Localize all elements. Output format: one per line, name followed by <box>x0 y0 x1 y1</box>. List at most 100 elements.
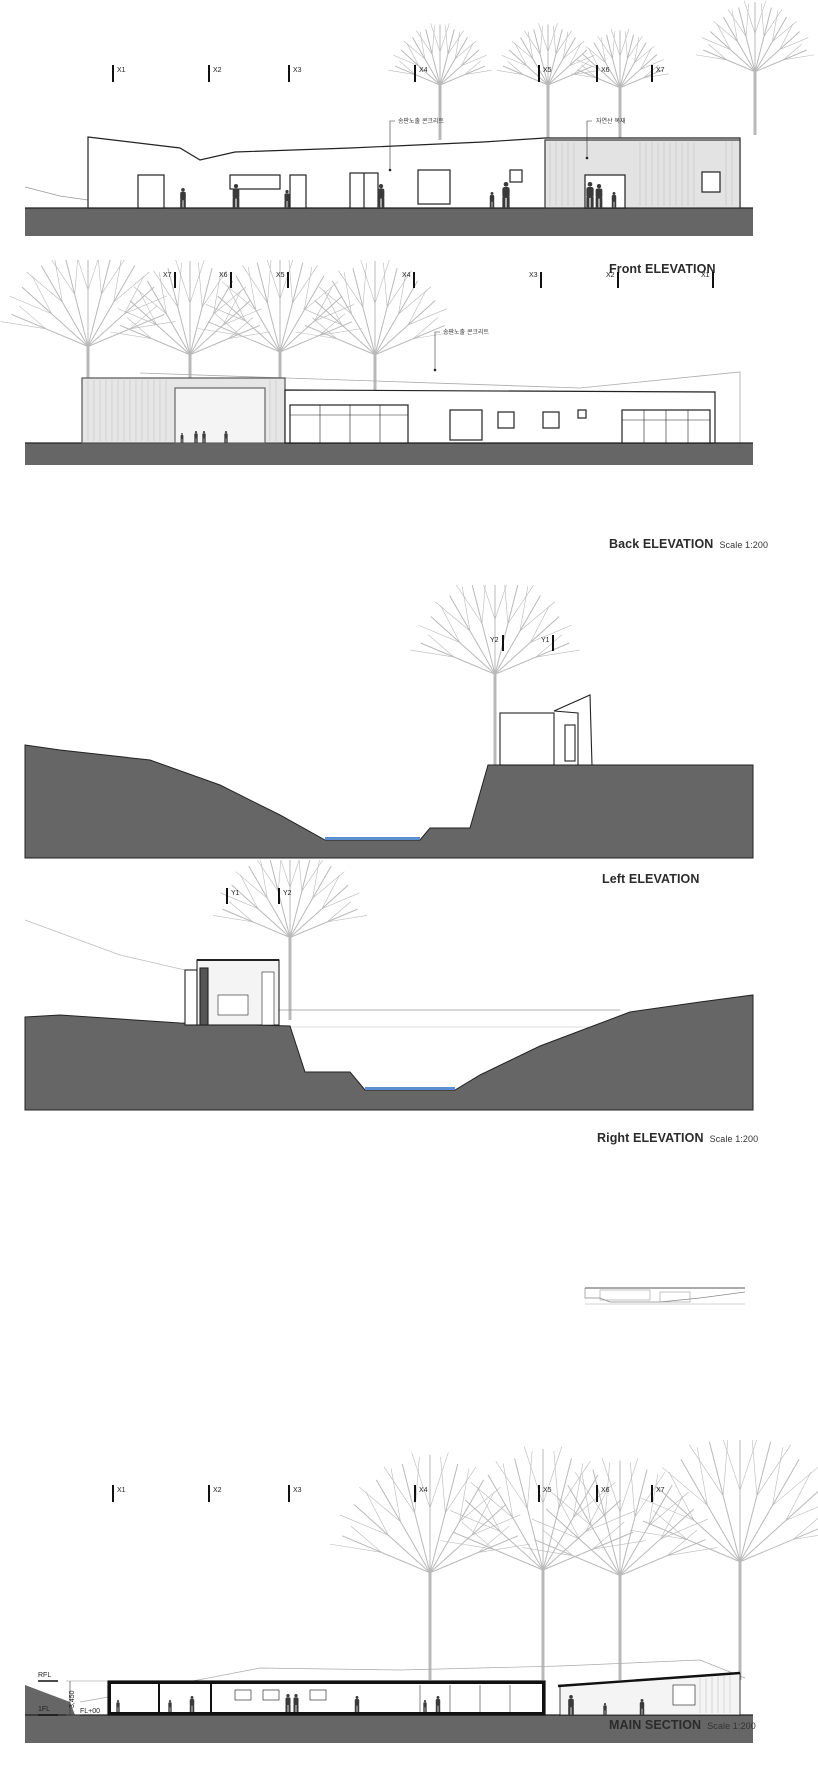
axis-label: X3 <box>293 1487 302 1494</box>
level-value: FL+00 <box>80 1708 100 1715</box>
axis-label: Y1 <box>231 890 240 897</box>
left-elevation-drawing: Y2 Y1 <box>24 585 754 859</box>
axis-label: Y2 <box>283 890 292 897</box>
person-icon <box>168 1700 172 1712</box>
ground <box>25 208 753 236</box>
building <box>81 377 716 444</box>
grid-axes: X7 X6 X5 X4 X3 X2 X1 <box>163 272 714 288</box>
person-icon <box>502 182 510 208</box>
tree-icon <box>496 23 600 140</box>
person-icon <box>611 192 617 208</box>
grid-axes: Y2 Y1 <box>490 635 554 651</box>
axis-label: X6 <box>601 67 610 74</box>
axis-label: X2 <box>213 67 222 74</box>
person-icon <box>284 190 290 208</box>
axis-label: X6 <box>219 272 228 279</box>
axis-label: X3 <box>293 67 302 74</box>
level-label: 1FL <box>38 1706 50 1713</box>
axis-label: X2 <box>606 272 615 279</box>
axis-label: X7 <box>163 272 172 279</box>
axis-label: X1 <box>701 272 710 279</box>
front-elevation-drawing: 송판노출 콘크리트 자연산 목재 X1 X2 X3 X4 X5 X6 X7 <box>24 0 815 236</box>
tree-icon <box>410 585 580 765</box>
person-icon <box>232 184 240 208</box>
person-icon <box>180 433 184 443</box>
grid-axes: X1 X2 X3 X4 X5 X6 X7 <box>112 1485 665 1502</box>
height-dimension: 3,450 <box>69 1690 76 1708</box>
wood-cladding <box>87 380 277 441</box>
water <box>365 1087 455 1090</box>
axis-label: Y1 <box>541 637 550 644</box>
drawing-scale: Scale 1:200 <box>709 1134 759 1144</box>
main-section-drawing: RFL 1FL 3,450 FL+00 X1 X2 X3 X4 X5 X6 X7 <box>25 1440 818 1743</box>
key-plan-thumbnail <box>584 1287 746 1305</box>
back-elevation-title: Back ELEVATION Scale 1:200 <box>609 537 768 551</box>
person-icon <box>423 1700 427 1712</box>
person-icon <box>194 431 198 443</box>
person-icon <box>568 1695 574 1715</box>
building <box>184 959 280 1026</box>
ground <box>24 994 754 1111</box>
right-elevation-title: Right ELEVATION Scale 1:200 <box>597 1131 758 1145</box>
drawing-scale: Scale 1:200 <box>719 540 769 550</box>
water <box>325 837 420 840</box>
axis-label: X6 <box>601 1487 610 1494</box>
wood-cladding <box>549 142 733 206</box>
ground <box>24 744 754 859</box>
right-elevation-drawing: Y1 Y2 <box>24 860 754 1111</box>
human-figures <box>180 182 617 208</box>
tree-icon <box>295 260 455 440</box>
tree-icon <box>571 29 669 140</box>
ground <box>25 443 753 465</box>
person-icon <box>116 1700 120 1712</box>
left-elevation-title: Left ELEVATION <box>602 872 699 886</box>
person-icon <box>603 1703 607 1715</box>
tree-icon <box>695 0 815 135</box>
ground <box>25 1685 753 1743</box>
note-label: 송판노출 콘크리트 <box>398 117 445 125</box>
note-label: 송판노출 콘크리트 <box>443 328 490 336</box>
drawing-title: Left ELEVATION <box>602 872 700 886</box>
person-icon <box>586 182 594 208</box>
level-markers: RFL 1FL 3,450 FL+00 <box>38 1672 108 1716</box>
person-icon <box>639 1699 645 1715</box>
tree-icon <box>329 1452 531 1680</box>
person-icon <box>354 1696 360 1712</box>
level-label: RFL <box>38 1672 51 1679</box>
person-icon <box>285 1694 291 1712</box>
drawing-title: MAIN SECTION <box>609 1718 702 1732</box>
human-figures <box>180 431 228 443</box>
human-figures <box>116 1694 645 1715</box>
axis-label: X4 <box>419 67 428 74</box>
trees <box>410 585 580 765</box>
back-elevation-drawing: 송판노출 콘크리트 X7 X6 X5 X4 X3 X2 X1 <box>0 260 753 465</box>
axis-label: X1 <box>117 67 126 74</box>
person-icon <box>180 188 186 208</box>
drawing-title: Front ELEVATION <box>609 262 716 276</box>
trees <box>329 1440 818 1680</box>
axis-label: X4 <box>402 272 411 279</box>
person-icon <box>202 431 206 443</box>
wood-cladding <box>699 1675 731 1713</box>
trees <box>388 0 815 140</box>
person-icon <box>293 1694 299 1712</box>
axis-label: X1 <box>117 1487 126 1494</box>
person-icon <box>595 184 603 208</box>
tree-icon <box>629 1440 818 1680</box>
person-icon <box>489 192 495 208</box>
axis-label: Y2 <box>490 637 499 644</box>
axis-label: X3 <box>529 272 538 279</box>
grid-axes: Y1 Y2 <box>226 888 292 904</box>
grid-axes: X1 X2 X3 X4 X5 X6 X7 <box>112 65 665 82</box>
axis-label: X7 <box>656 67 665 74</box>
drawing-title: Back ELEVATION <box>609 537 714 551</box>
axis-label: X7 <box>656 1487 665 1494</box>
axis-label: X2 <box>213 1487 222 1494</box>
building <box>499 694 593 766</box>
tree-icon <box>440 1446 646 1680</box>
person-icon <box>189 1696 195 1712</box>
axis-label: X5 <box>543 1487 552 1494</box>
drawing-title: Right ELEVATION <box>597 1131 704 1145</box>
